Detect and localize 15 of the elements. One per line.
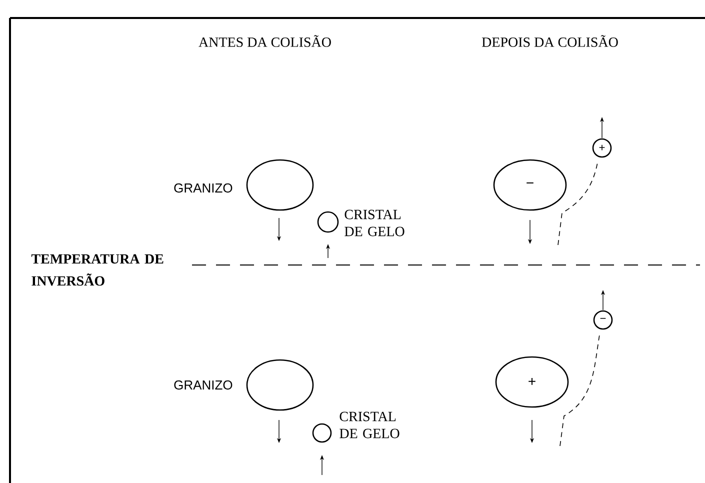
charged-particle: + (592, 138, 612, 158)
part-label: CRISTAL DE GELO (344, 210, 404, 236)
part-label: GRANIZO (174, 380, 232, 390)
hailstone (246, 159, 314, 211)
heading: DEPOIS DA COLISÃO (482, 35, 618, 47)
ice-crystal (312, 423, 332, 443)
hailstone (246, 359, 314, 411)
charged-particle: − (593, 310, 613, 330)
heading: ANTES DA COLISÃO (198, 35, 331, 47)
hailstone: + (495, 356, 569, 408)
zone-label: TEMPERATURA DE INVERSÃO (31, 254, 164, 286)
hailstone: − (493, 159, 567, 211)
part-label: CRISTAL DE GELO (340, 412, 400, 438)
ice-crystal (317, 211, 339, 233)
part-label: GRANIZO (174, 183, 232, 193)
